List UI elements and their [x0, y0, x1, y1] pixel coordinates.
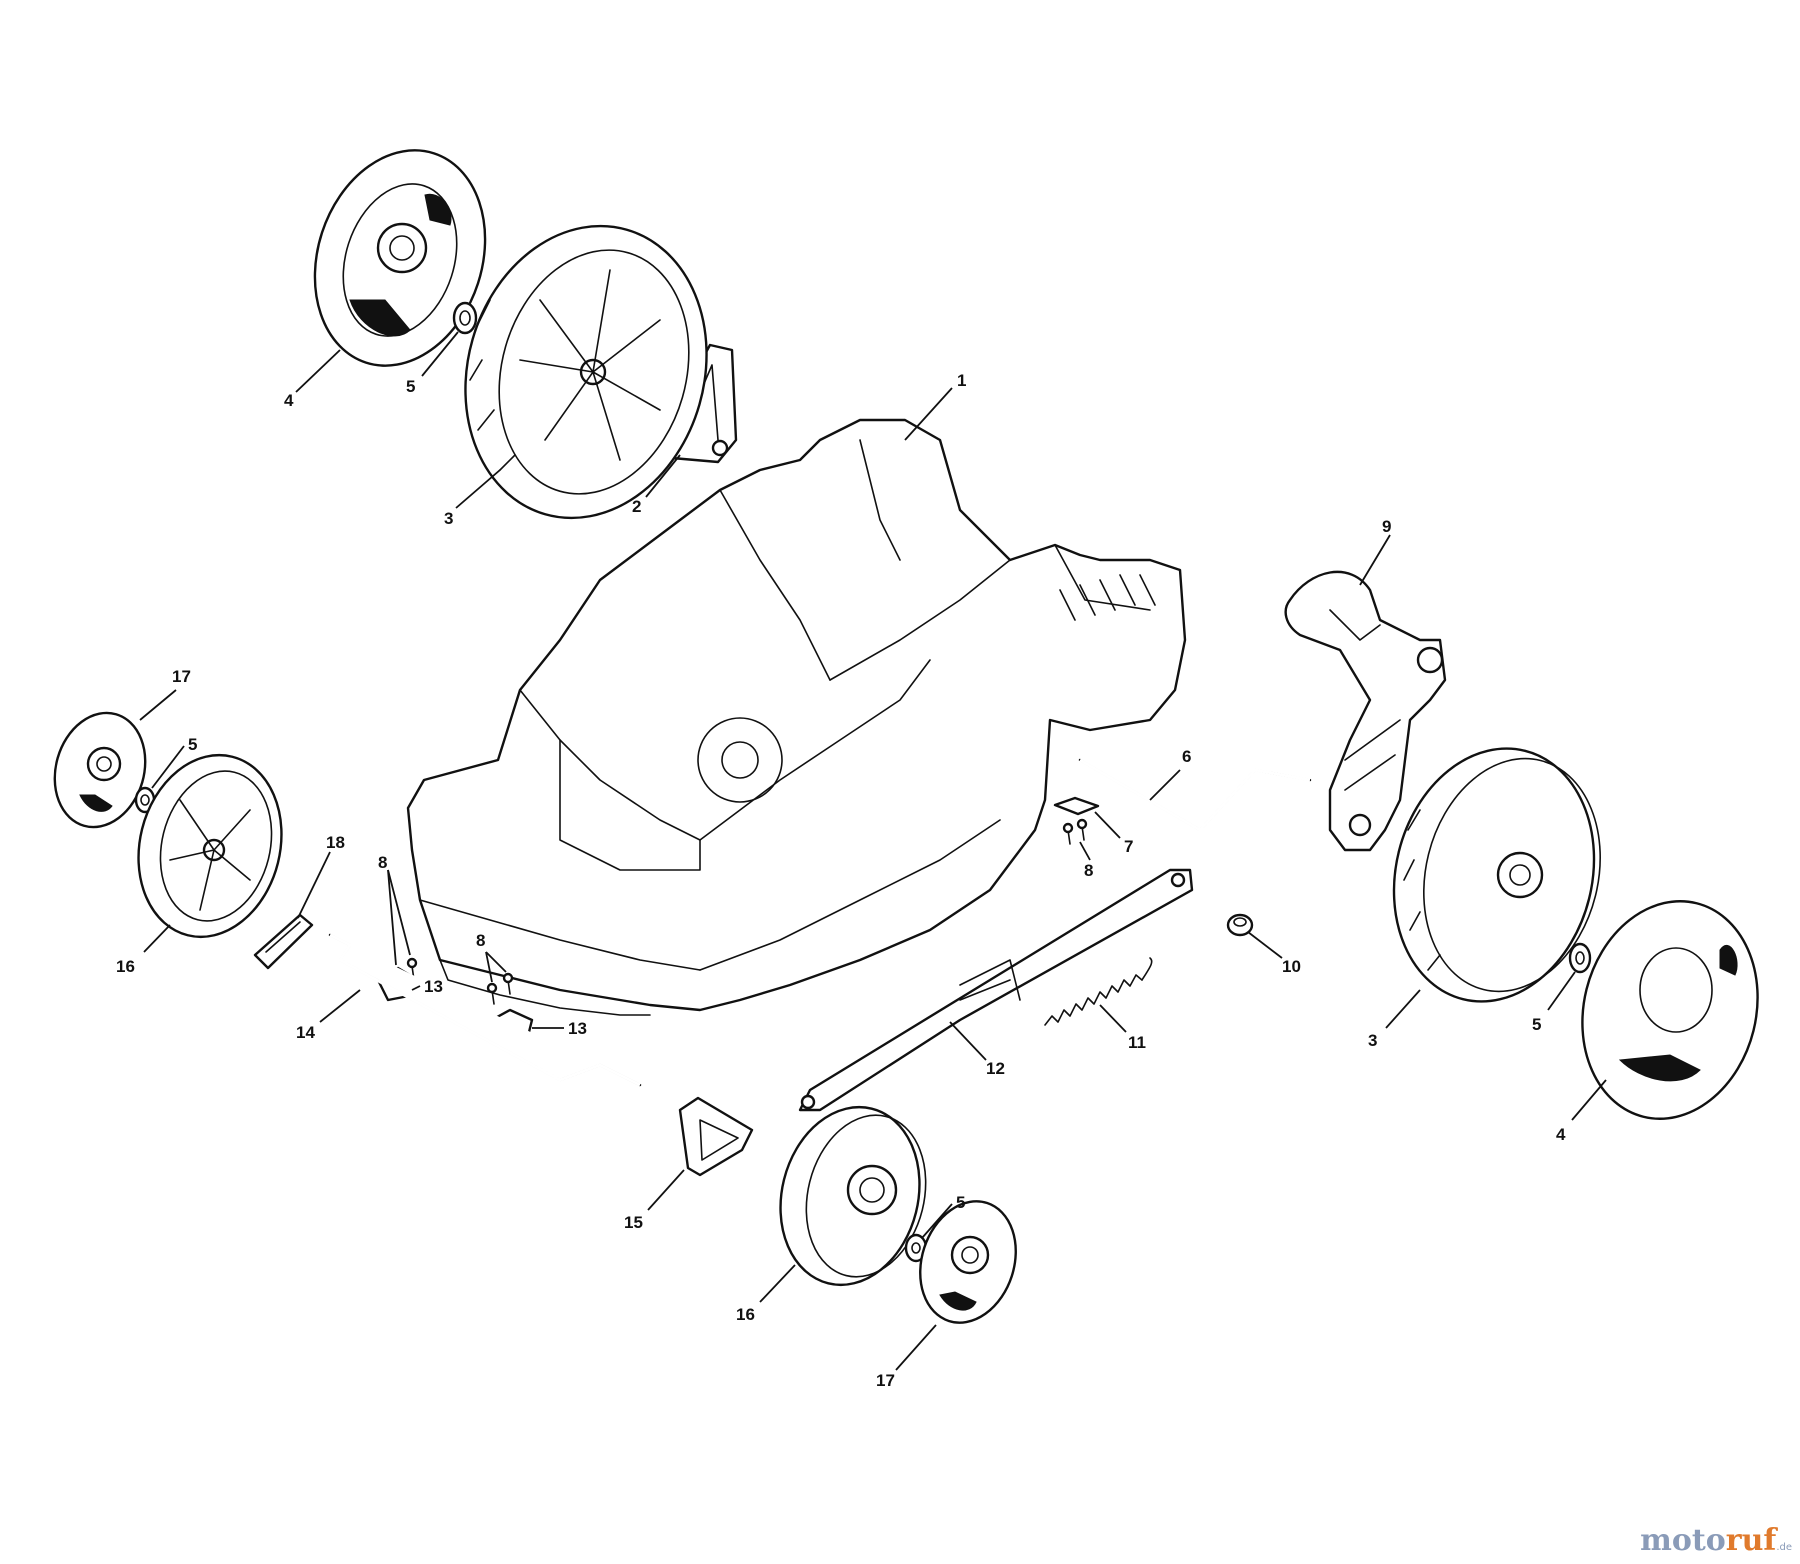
leader-17b [895, 1324, 937, 1371]
callout-13a: 13 [424, 977, 443, 996]
part-nut [1226, 913, 1254, 937]
leader-6 [1149, 769, 1181, 801]
callout-5a: 5 [406, 377, 415, 396]
leader-3b [1385, 989, 1421, 1029]
part-rear-axle [1078, 758, 1312, 832]
leader-2 [645, 454, 681, 498]
part-rear-wheel-right [1392, 747, 1601, 1003]
leader-8a2 [387, 869, 411, 956]
part-screws-center [486, 972, 514, 1005]
leader-8c [1079, 841, 1091, 861]
callout-3b: 3 [1368, 1031, 1377, 1050]
callout-17a: 17 [172, 667, 191, 686]
callout-12: 12 [986, 1059, 1005, 1078]
part-washer-top [452, 301, 478, 335]
callout-5d: 5 [956, 1193, 965, 1212]
part-spring [1044, 957, 1153, 1026]
part-hubcap-bottom [919, 1200, 1017, 1324]
part-long-lever [798, 868, 1194, 1112]
part-height-lever [1284, 570, 1447, 852]
watermark-logo: motoruf.de [1640, 1526, 1792, 1556]
leader-lines [139, 331, 1607, 1371]
part-front-axle [328, 933, 642, 1087]
leader-5a [421, 331, 459, 377]
leader-10 [1247, 931, 1283, 959]
callout-16b: 16 [736, 1305, 755, 1324]
part-front-wheel-bottom [779, 1105, 927, 1287]
part-deck-chassis [406, 418, 1187, 1016]
callout-10: 10 [1282, 957, 1301, 976]
part-washer-right [1568, 942, 1592, 974]
callout-6: 6 [1182, 747, 1191, 766]
leader-4b [1571, 1079, 1607, 1121]
leader-5d [921, 1203, 953, 1239]
leader-16a [143, 924, 171, 953]
part-hubcap-right [1581, 900, 1759, 1120]
leader-13a [411, 985, 421, 991]
leader-8a [387, 869, 397, 966]
leader-11 [1099, 1004, 1127, 1033]
leader-8b2 [485, 951, 507, 973]
callout-7: 7 [1124, 837, 1133, 856]
part-rear-wheel-top [464, 224, 708, 520]
callout-4b: 4 [1556, 1125, 1566, 1144]
callout-2: 2 [632, 497, 641, 516]
leader-15 [647, 1169, 685, 1211]
callout-4a: 4 [284, 391, 294, 410]
watermark-text-3: .de [1776, 1542, 1792, 1553]
part-hubcap-top [313, 149, 487, 367]
leader-16b [759, 1264, 796, 1303]
callout-9: 9 [1382, 517, 1391, 536]
leader-5b [1547, 971, 1576, 1011]
callout-16a: 16 [116, 957, 135, 976]
leader-18 [297, 851, 331, 919]
leader-4a [295, 349, 341, 393]
callout-18: 18 [326, 833, 345, 852]
callout-11: 11 [1128, 1033, 1146, 1052]
part-hubcap-left [53, 711, 147, 829]
callout-8a: 8 [378, 853, 387, 872]
callout-8c: 8 [1084, 861, 1093, 880]
watermark-text-2: ruf [1725, 1523, 1777, 1558]
leader-17a [139, 689, 177, 721]
callout-1: 1 [957, 371, 966, 390]
part-bracket-right [1053, 796, 1100, 816]
part-front-bracket [678, 1096, 754, 1177]
callout-14: 14 [296, 1023, 315, 1042]
callout-3a: 3 [444, 509, 453, 528]
leader-5c [151, 745, 185, 789]
part-latch [253, 913, 314, 970]
callout-17b: 17 [876, 1371, 895, 1390]
leader-1 [904, 387, 953, 441]
callout-8b: 8 [476, 931, 485, 950]
leader-7 [1094, 811, 1121, 839]
leader-9 [1359, 534, 1391, 586]
part-screws-right [1062, 818, 1088, 845]
callout-15: 15 [624, 1213, 643, 1232]
callout-5b: 5 [1532, 1015, 1541, 1034]
leader-12 [949, 1021, 987, 1061]
leader-8b [485, 951, 493, 983]
leader-3a [455, 469, 501, 509]
watermark-text-1: moto [1640, 1523, 1726, 1558]
callout-labels: 1 2 3 3 4 4 5 5 5 5 6 7 8 8 8 9 10 11 12… [116, 371, 1566, 1390]
callout-5c: 5 [188, 735, 197, 754]
part-front-wheel-left [137, 753, 283, 939]
leader-14 [319, 989, 361, 1023]
callout-13b: 13 [568, 1019, 587, 1038]
